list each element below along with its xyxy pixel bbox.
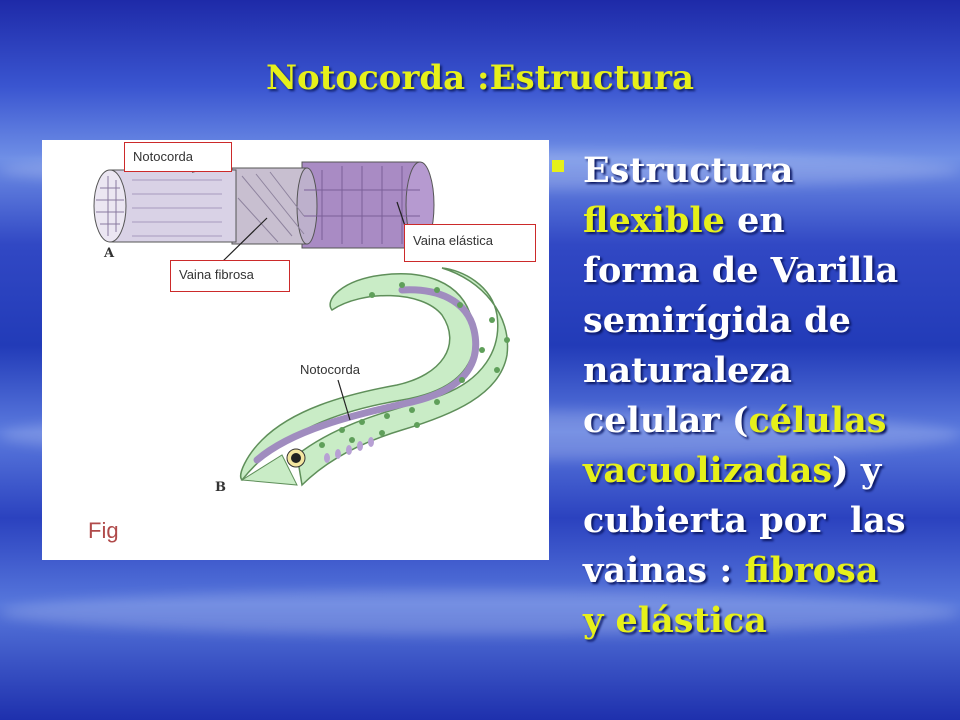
figure-caption-fragment: Fig <box>88 518 119 543</box>
bullet-line: vainas : fibrosa <box>583 546 953 596</box>
highlight-text: fibrosa <box>744 550 879 591</box>
panel-letter-a: A <box>104 246 115 261</box>
leader-line <box>221 217 268 263</box>
bullet-line: naturaleza <box>583 346 953 396</box>
bullet-line: Estructura <box>583 146 953 196</box>
bullet-line: flexible en <box>583 196 953 246</box>
bullet-line: forma de Varilla <box>583 246 953 296</box>
leader-line <box>337 379 351 421</box>
text-segment: cubierta por las <box>583 500 906 541</box>
bullet-square-icon <box>552 160 564 172</box>
label-vaina-elastica: Vaina elástica <box>404 224 536 262</box>
text-segment: semirígida de <box>583 300 851 341</box>
text-segment: naturaleza <box>583 350 792 391</box>
text-segment: ) y <box>832 450 882 491</box>
bullet-line: y elástica <box>583 596 953 646</box>
bullet-line: vacuolizadas) y <box>583 446 953 496</box>
label-notocorda: Notocorda <box>124 142 232 172</box>
highlight-text: y elástica <box>583 600 767 641</box>
text-segment: en <box>724 200 785 241</box>
notochord-figure: Notocorda Vaina elástica Vaina fibrosa N… <box>42 140 549 560</box>
notochord-illustration <box>93 161 510 487</box>
highlight-text: flexible <box>583 200 725 241</box>
slide-title: Notocorda :Estructura <box>265 58 695 98</box>
bullet-line: cubierta por las <box>583 496 953 546</box>
label-vaina-fibrosa: Vaina fibrosa <box>170 260 290 292</box>
panel-letter-b: B <box>215 480 226 495</box>
text-segment: forma de Varilla <box>583 250 899 291</box>
text-segment: Estructura <box>583 150 794 191</box>
bullet-line: semirígida de <box>583 296 953 346</box>
text-segment: celular ( <box>583 400 749 441</box>
label-notocorda-fish: Notocorda <box>300 362 360 377</box>
highlight-text: células <box>748 400 887 441</box>
notochord-cylinder <box>93 161 435 249</box>
bullet-line: celular (células <box>583 396 953 446</box>
highlight-text: vacuolizadas <box>583 450 833 491</box>
background-streak <box>0 590 960 635</box>
lancelet-body <box>240 267 510 487</box>
text-segment: vainas : <box>583 550 745 591</box>
